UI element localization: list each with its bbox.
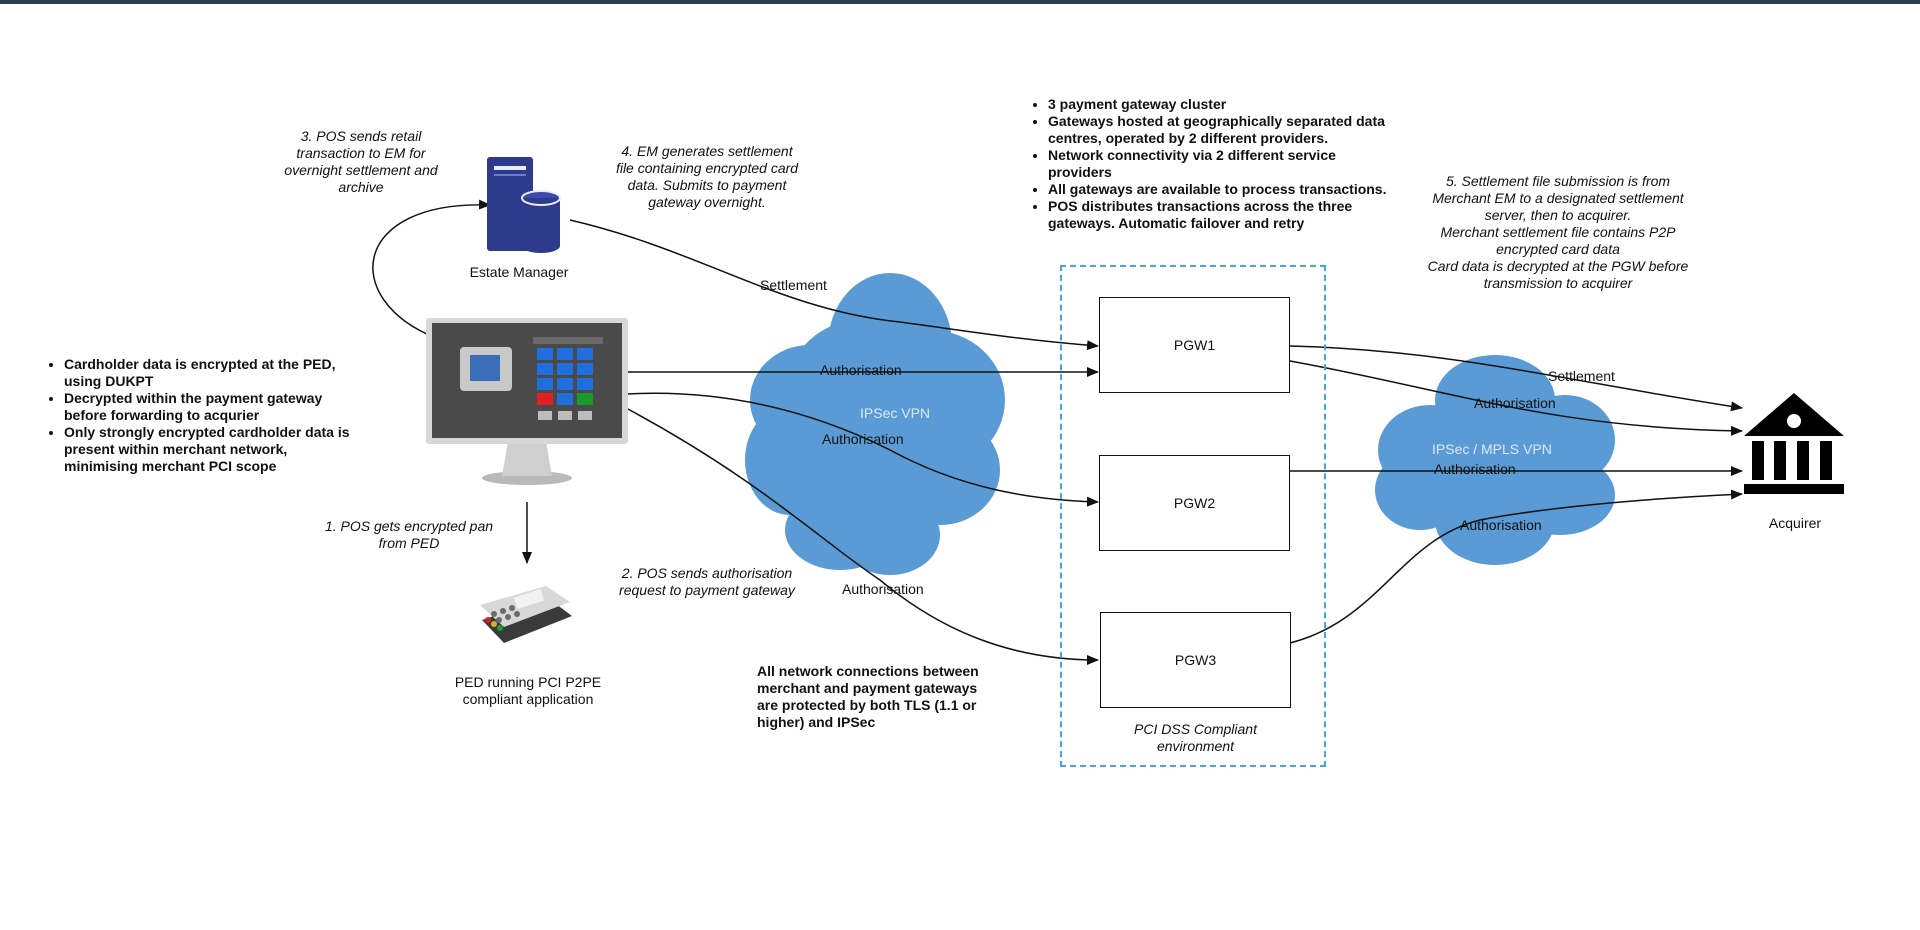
bullet-item: Gateways hosted at geographically separa… <box>1048 113 1392 147</box>
step5-line: encrypted card data <box>1496 241 1620 257</box>
authorisation-label-right1: Authorisation <box>1474 395 1556 411</box>
authorisation-label-right2: Authorisation <box>1434 461 1516 477</box>
pos-terminal-icon <box>426 318 628 485</box>
encryption-bullets: Cardholder data is encrypted at the PED,… <box>44 356 364 475</box>
pgw1-auth-arrow <box>1289 360 1743 436</box>
pci-caption: PCI DSS Compliant environment <box>1134 721 1257 754</box>
bullet-item: Cardholder data is encrypted at the PED,… <box>64 356 364 390</box>
authorisation-label-pgw2: Authorisation <box>822 431 904 447</box>
authorisation-label-pgw3: Authorisation <box>842 581 924 597</box>
card-reader-icon <box>480 586 572 643</box>
bullet-item: All gateways are available to process tr… <box>1048 181 1392 198</box>
ipsec-mpls-vpn-label: IPSec / MPLS VPN <box>1432 441 1552 457</box>
step3-note: 3. POS sends retail transaction to EM fo… <box>284 128 438 195</box>
bank-icon <box>1744 393 1844 494</box>
pos-pgw2-arrow <box>625 392 1099 507</box>
bullet-item: Network connectivity via 2 different ser… <box>1048 147 1392 181</box>
bullet-item: POS distributes transactions across the … <box>1048 198 1392 232</box>
step4-note: 4. EM generates settlement file containi… <box>615 143 799 210</box>
ipsec-vpn-label: IPSec VPN <box>860 405 931 421</box>
bullet-item: Decrypted within the payment gateway bef… <box>64 390 364 424</box>
estate-manager-label: Estate Manager <box>469 264 569 280</box>
em-settlement-arrow <box>569 219 1099 351</box>
pos-pgw3-arrow <box>625 407 1099 665</box>
pgw1-box: PGW1 <box>1099 297 1290 393</box>
top-bar <box>0 0 1920 4</box>
settlement-label-right: Settlement <box>1548 368 1615 384</box>
step5-line: Merchant settlement file contains P2P <box>1440 224 1676 240</box>
authorisation-label-pgw1: Authorisation <box>820 362 902 378</box>
pci-boundary <box>1060 265 1326 767</box>
step5-note: 5. Settlement file submission is from Me… <box>1400 173 1716 292</box>
server-icon <box>487 157 561 253</box>
step5-line: 5. Settlement file submission is from <box>1445 173 1671 189</box>
step1-note: 1. POS gets encrypted pan from PED <box>324 518 494 551</box>
pgw2-box: PGW2 <box>1099 455 1290 551</box>
gateway-bullets: 3 payment gateway cluster Gateways hoste… <box>1028 96 1392 232</box>
step5-line: transmission to acquirer <box>1483 275 1633 291</box>
ipsec-mpls-vpn-cloud-icon <box>1375 355 1615 565</box>
pos-to-em-arrow <box>372 199 491 339</box>
pgw1-label: PGW1 <box>1173 337 1216 353</box>
bullet-item: Only strongly encrypted cardholder data … <box>64 424 364 475</box>
step5-line: server, then to acquirer. <box>1484 207 1632 223</box>
settlement-label-left: Settlement <box>760 277 827 293</box>
pgw3-auth-arrow <box>1289 489 1743 644</box>
pgw2-label: PGW2 <box>1173 495 1216 511</box>
ped-label: PED running PCI P2PE compliant applicati… <box>454 674 602 707</box>
pgw3-box: PGW3 <box>1100 612 1291 708</box>
acquirer-label: Acquirer <box>1768 515 1822 531</box>
pgw3-label: PGW3 <box>1174 652 1217 668</box>
step5-line: Card data is decrypted at the PGW before <box>1427 258 1689 274</box>
step2-note: 2. POS sends authorisation request to pa… <box>619 565 795 598</box>
network-note: All network connections between merchant… <box>757 663 979 730</box>
pgw1-settlement-arrow <box>1289 345 1743 412</box>
authorisation-label-right3: Authorisation <box>1460 517 1542 533</box>
bullet-item: 3 payment gateway cluster <box>1048 96 1392 113</box>
step5-line: Merchant EM to a designated settlement <box>1432 190 1684 206</box>
